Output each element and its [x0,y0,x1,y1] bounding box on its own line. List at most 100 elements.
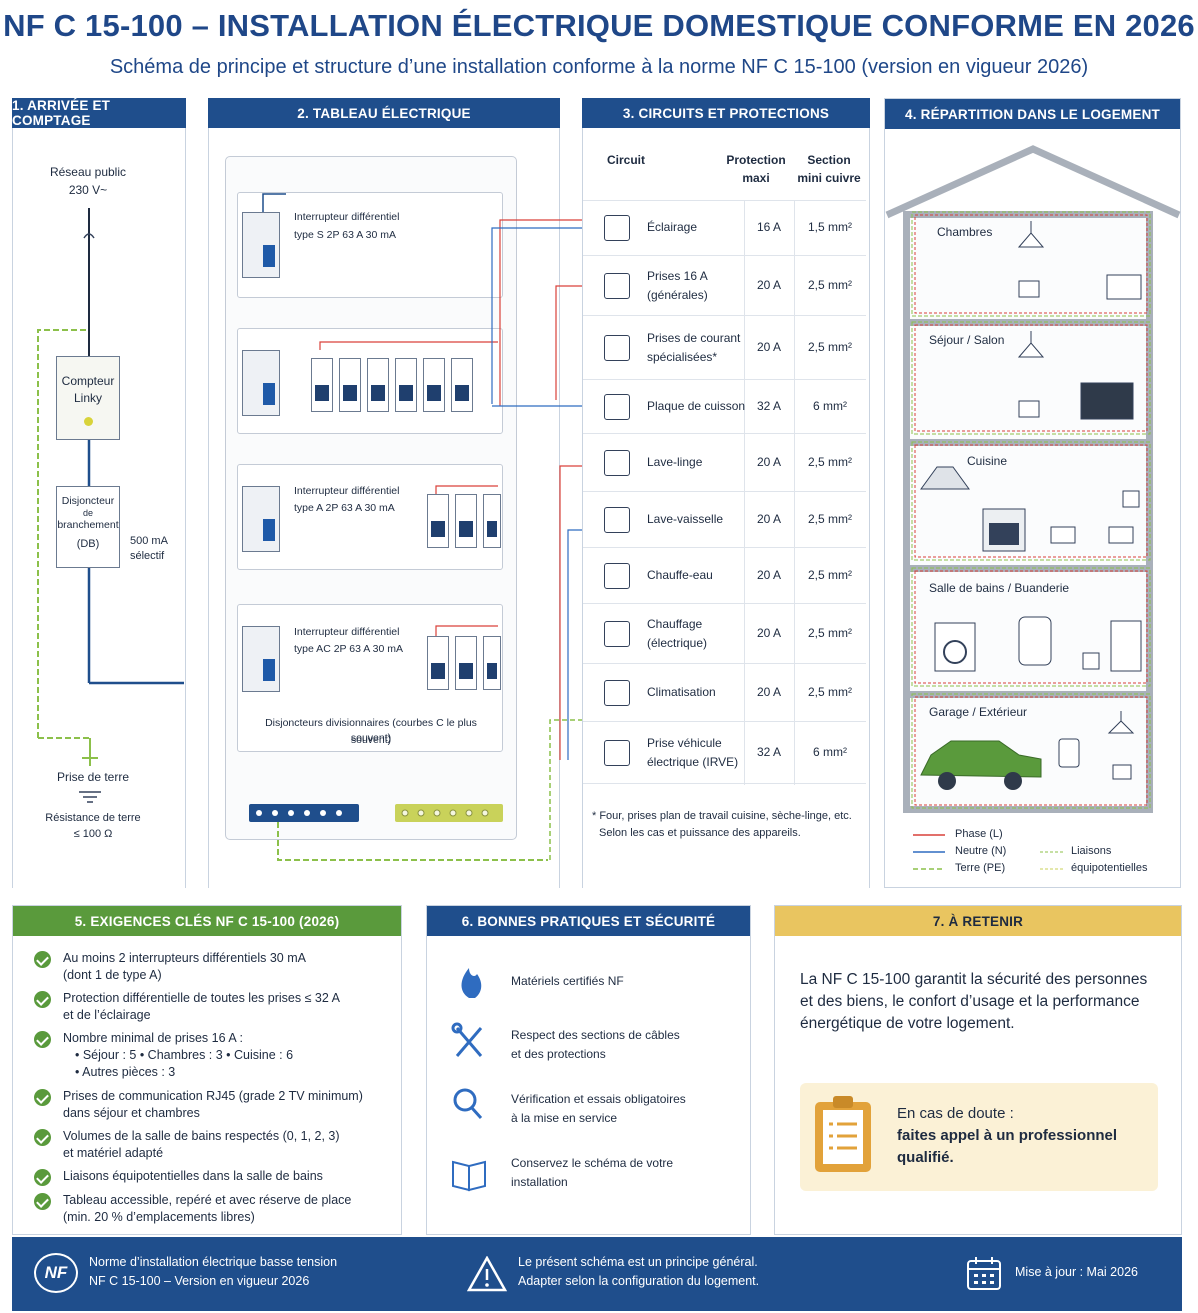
rcd-type-a [242,486,280,552]
check-icon [34,1169,51,1186]
callout-emphasis-2: qualifié. [897,1149,954,1166]
col-circuit: Circuit [607,153,646,167]
practice-1: Matériels certifiés NF [511,974,624,988]
col-protection: Protection [726,153,786,167]
board-wiring [256,193,548,861]
circuit-name-2: électrique (IRVE) [647,755,739,769]
circuit-protection: 32 A [756,745,782,759]
mcb-caption: Disjoncteurs divisionnaires (courbes C l… [265,717,477,744]
page-title: NF C 15-100 – INSTALLATION ÉLECTRIQUE DO… [3,8,1195,43]
panel-practices-header: 6. BONNES PRATIQUES ET SÉCURITÉ [427,906,750,936]
requirement-item: Nombre minimal de prises 16 A : [63,1031,243,1045]
practice-4: Conservez le schéma de votre [511,1156,674,1170]
ceiling-lamp-icon [1017,221,1045,248]
mcb-7 [427,494,449,548]
practice-icons [451,968,486,1192]
mcb-8 [455,494,477,548]
legend-bonding-2: équipotentielles [1071,862,1148,874]
socket-icon [1082,652,1100,670]
panel-board: 2. TABLEAU ÉLECTRIQUE Interrupteur diffé… [208,98,560,888]
circuit-name-2: (électrique) [647,636,708,650]
main-breaker: Disjoncteur de branchement (DB) [56,486,120,568]
check-icon [34,991,51,1008]
circuit-name-2: spécialisées* [647,350,718,364]
circuit-name: Prise véhicule [647,736,722,750]
panel-board-header: 2. TABLEAU ÉLECTRIQUE [208,98,560,128]
legend-bonding: Liaisons [1071,845,1112,857]
socket-icon [1050,526,1076,544]
footer-update: Mise à jour : Mai 2026 [1015,1265,1138,1279]
requirement-item-line: (dont 1 de type A) [63,968,162,982]
meter-led-icon [84,417,93,426]
requirement-item: Protection différentielle de toutes les … [63,991,340,1005]
floor-garage [903,691,1153,813]
circuits-footnote-2: Selon les cas et puissance des appareils… [599,827,801,839]
room-label-living: Séjour / Salon [929,333,1005,347]
linky-meter: Compteur Linky [56,356,120,440]
circuits-footnote: * Four, prises plan de travail cuisine, … [592,810,852,822]
circuit-section: 2,5 mm² [807,278,852,292]
requirement-item-line: dans séjour et chambres [63,1106,200,1120]
rcd-type-s [242,212,280,278]
panel-circuits: 3. CIRCUITS ET PROTECTIONS Circuit Prote… [582,98,870,888]
panel-house: 4. RÉPARTITION DANS LE LOGEMENT Chambres… [884,98,1181,888]
arrival-wiring [37,208,184,803]
earth-busbar [395,804,503,822]
circuit-protection: 20 A [756,278,782,292]
requirement-item-line: et de l’éclairage [63,1008,151,1022]
circuit-name: Prises 16 A [647,269,708,283]
practice-2: Respect des sections de câbles [511,1028,680,1042]
circuit-name: Climatisation [647,685,716,699]
requirement-item: Prises de communication RJ45 (grade 2 TV… [63,1089,363,1103]
panel-remember-header: 7. À RETENIR [775,906,1181,936]
panel-practices: 6. BONNES PRATIQUES ET SÉCURITÉ Matériel… [426,905,751,1235]
col-protection-2: maxi [742,171,770,185]
check-icon [34,951,51,968]
calendar-icon [967,1257,1001,1290]
panel-arrival: 1. ARRIVÉE ET COMPTAGE Réseau public 230… [12,98,186,888]
towel-radiator-icon [1110,620,1142,672]
tv-icon [1080,382,1134,420]
requirement-item-line: et matériel adapté [63,1146,164,1160]
magnifier-icon [453,1088,483,1120]
range-hood-icon [920,466,970,490]
legend-neutral: Neutre (N) [955,845,1007,857]
special-socket-icon [604,335,630,361]
requirement-item-line: (min. 20 % d’emplacements libres) [63,1210,255,1224]
circuit-section: 2,5 mm² [807,340,852,354]
circuit-section: 6 mm² [813,399,847,413]
check-icon [34,1089,51,1106]
panel-requirements: 5. EXIGENCES CLÉS NF C 15-100 (2026) Au … [12,905,402,1235]
legend-lines [913,834,1065,870]
requirement-item-line: • Autres pièces : 3 [75,1065,176,1079]
requirement-item-line: • Séjour : 5 • Chambres : 3 • Cuisine : … [75,1048,294,1062]
practice-3: Vérification et essais obligatoires [511,1092,686,1106]
circuit-protection: 20 A [756,455,782,469]
circuit-table [583,200,866,785]
circuit-name: Plaque de cuisson [647,399,746,413]
water-heater-icon [1018,616,1052,666]
circuit-name: Lave-vaisselle [647,512,724,526]
ev-charger-icon [604,740,630,766]
circuit-section: 2,5 mm² [807,568,852,582]
check-icon [34,1031,51,1048]
circuit-section: 2,5 mm² [807,512,852,526]
cooktop-icon [604,394,630,420]
mcb-11 [455,636,477,690]
circuit-name: Chauffe-eau [647,568,713,582]
network-voltage: 230 V~ [68,183,108,197]
rcd3-spec: type AC 2P 63 A 30 mA [294,643,403,655]
tools-icon [451,1022,483,1057]
circuit-protection: 16 A [756,220,782,234]
main-breaker-label-2: de [82,508,93,518]
clipboard-icon [815,1096,871,1172]
mcb-2 [339,358,361,412]
book-icon [452,1160,486,1192]
mcb-12 [483,636,501,690]
radiator-icon [1106,274,1142,300]
